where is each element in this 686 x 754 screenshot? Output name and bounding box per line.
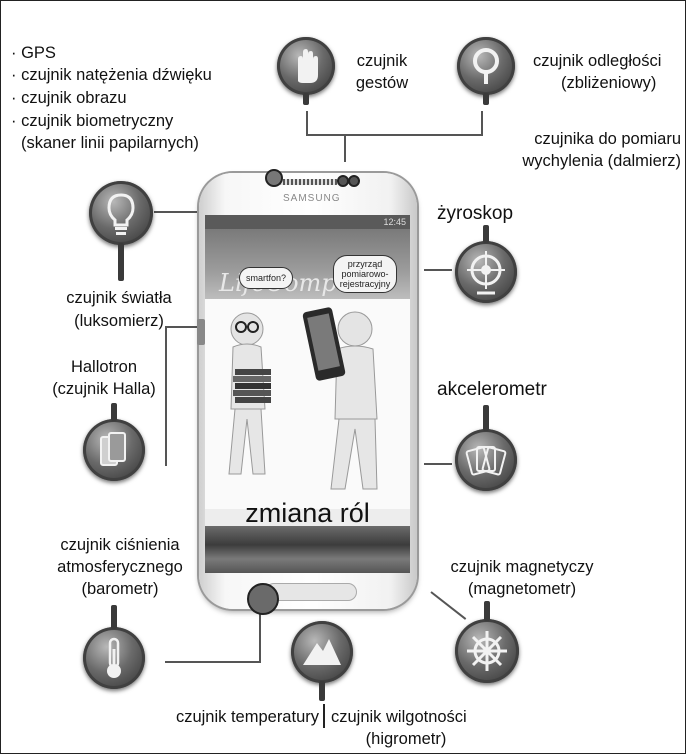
proximity-sensor-label-2: (zbliżeniowy) bbox=[561, 73, 656, 94]
helm-icon bbox=[455, 619, 519, 683]
light-sensor-label-1: czujnik światła bbox=[39, 288, 199, 309]
icon-stem bbox=[118, 243, 124, 281]
mountain-icon bbox=[291, 621, 353, 683]
accelerometer-label: akcelerometr bbox=[437, 379, 547, 400]
phone-brand: SAMSUNG bbox=[283, 193, 341, 204]
bubble-line-3: rejestracyjny bbox=[334, 279, 396, 289]
sensor-list-item-sound: · czujnik natężenia dźwięku bbox=[11, 65, 212, 86]
sensor-list-item-gps: · GPS bbox=[11, 43, 56, 64]
connector-line bbox=[165, 661, 261, 663]
icon-stem bbox=[319, 681, 325, 701]
humidity-sensor-label-1: czujnik wilgotności bbox=[331, 707, 467, 728]
icon-stem bbox=[111, 605, 117, 629]
phone-stack-icon bbox=[83, 419, 145, 481]
status-bar-time: 12:45 bbox=[205, 215, 410, 229]
role-change-illustration bbox=[205, 299, 410, 509]
gesture-sensor-label-1: czujnik bbox=[347, 51, 417, 72]
magnetometer-label-1: czujnik magnetyczy bbox=[437, 557, 607, 578]
figures-illustration bbox=[205, 299, 410, 509]
icon-stem bbox=[111, 403, 117, 421]
connector-line bbox=[344, 134, 346, 162]
caption-role-change: zmiana ról bbox=[205, 498, 410, 529]
magnifier-icon bbox=[457, 37, 515, 95]
gesture-sensor-label-2: gestów bbox=[347, 73, 417, 94]
barometer-label-1: czujnik ciśnienia bbox=[25, 535, 215, 556]
temperature-sensor-label: czujnik temperatury bbox=[141, 707, 319, 728]
connector-line bbox=[424, 269, 452, 271]
icon-stem bbox=[483, 405, 489, 431]
icon-stem bbox=[484, 601, 490, 621]
hall-sensor-label-1: Hallotron bbox=[39, 357, 169, 378]
bubble-line-1: przyrząd bbox=[334, 259, 396, 269]
humidity-sensor-label-2: (higrometr) bbox=[331, 729, 481, 750]
gyroscope-label: żyroskop bbox=[437, 203, 513, 224]
cards-icon bbox=[455, 429, 517, 491]
bubble-line-2: pomiarowo- bbox=[334, 269, 396, 279]
phone-sensor-dot bbox=[265, 169, 283, 187]
sensor-list-item-image: · czujnik obrazu bbox=[11, 88, 127, 109]
side-button bbox=[197, 319, 205, 345]
barometer-label-2: atmosferycznego bbox=[25, 557, 215, 578]
proximity-sensor-label-1: czujnik odległości bbox=[533, 51, 661, 72]
screen-bottom-photo bbox=[205, 526, 410, 573]
connector-line bbox=[306, 134, 483, 136]
light-sensor-label-2: (luksomierz) bbox=[39, 311, 199, 332]
magnetometer-label-2: (magnetometr) bbox=[437, 579, 607, 600]
thermometer-icon bbox=[83, 627, 145, 689]
tilt-sensor-label-2: wychylenia (dalmierz) bbox=[471, 151, 681, 172]
target-icon bbox=[455, 241, 517, 303]
phone-speaker bbox=[279, 179, 339, 185]
connector-line bbox=[424, 463, 452, 465]
phone-sensor-dot bbox=[247, 583, 279, 615]
connector-line bbox=[306, 111, 308, 135]
phone-sensor-dot bbox=[348, 175, 360, 187]
barometer-label-3: (barometr) bbox=[25, 579, 215, 600]
icon-stem bbox=[303, 93, 309, 105]
icon-stem bbox=[483, 93, 489, 105]
icon-stem bbox=[483, 225, 489, 243]
hand-icon bbox=[277, 37, 335, 95]
bulb-icon bbox=[89, 181, 153, 245]
divider-line bbox=[323, 704, 325, 728]
sensor-list-item-biometric: · czujnik biometryczny bbox=[11, 111, 173, 132]
tilt-sensor-label-1: czujnika do pomiaru bbox=[471, 129, 681, 150]
sensor-list-item-biometric-sub: (skaner linii papilarnych) bbox=[21, 133, 199, 154]
phone-screen: 12:45 LifeCompa bbox=[205, 215, 410, 573]
hall-sensor-label-2: (czujnik Halla) bbox=[39, 379, 169, 400]
thought-bubble-smartphone: smartfon? bbox=[239, 267, 293, 289]
thought-bubble-measuring-device: przyrząd pomiarowo- rejestracyjny bbox=[333, 255, 397, 293]
